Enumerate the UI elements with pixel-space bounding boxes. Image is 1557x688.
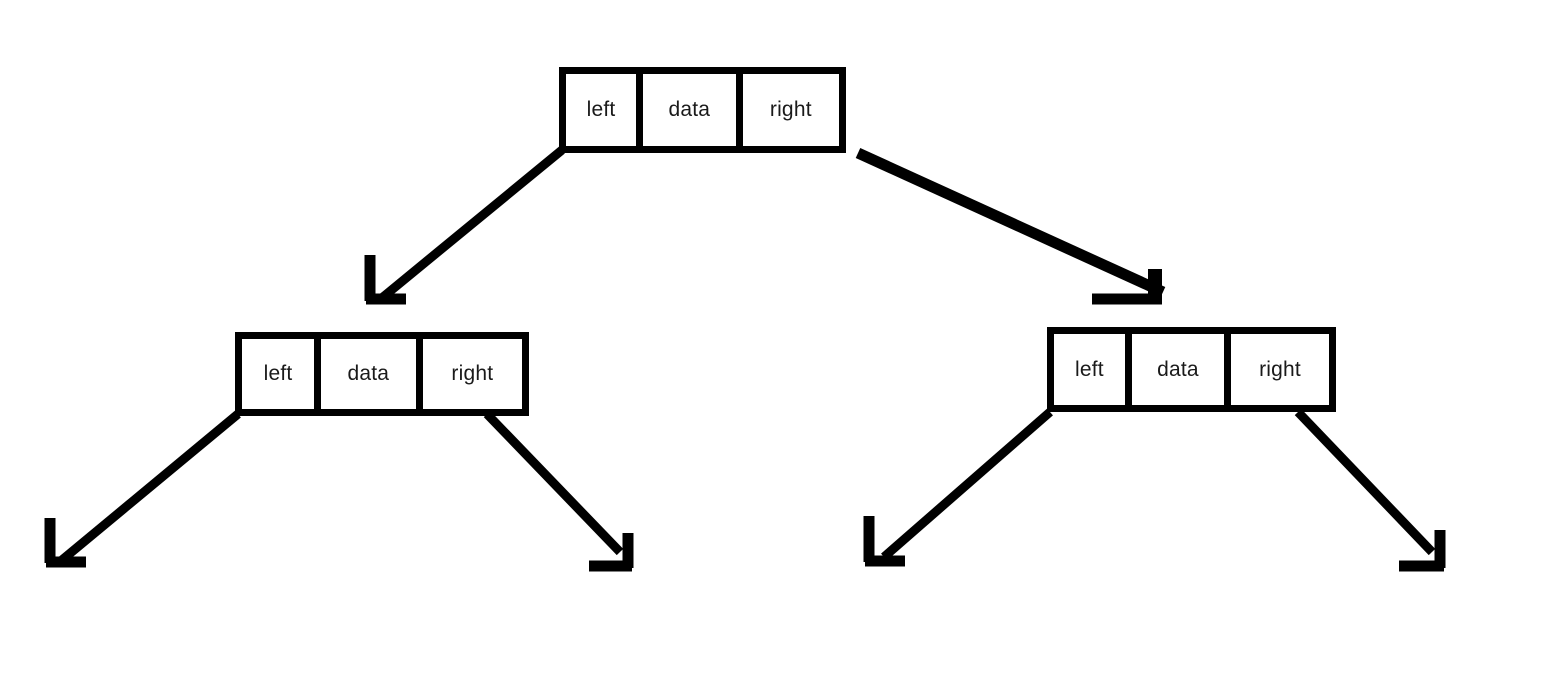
edge-root-to-right-child xyxy=(855,147,1166,305)
left-child-node-data-cell[interactable]: data xyxy=(321,339,416,409)
left-child-node[interactable]: left data right xyxy=(235,332,529,416)
root-node-left-pointer-cell[interactable]: left xyxy=(566,74,637,146)
root-node-right-pointer-cell[interactable]: right xyxy=(742,74,839,146)
left-child-node-left-pointer-cell[interactable]: left xyxy=(242,339,315,409)
root-node[interactable]: left data right xyxy=(559,67,846,153)
edge-root-to-left-child xyxy=(364,146,565,305)
right-child-node-data-cell[interactable]: data xyxy=(1131,334,1224,405)
edge-right-child-to-right xyxy=(1294,408,1446,572)
right-child-node[interactable]: left data right xyxy=(1047,327,1336,412)
root-node-data-cell[interactable]: data xyxy=(643,74,736,146)
edge-left-child-to-left xyxy=(44,410,241,568)
edge-right-child-to-left xyxy=(863,408,1053,567)
edge-left-child-to-right xyxy=(483,410,634,572)
left-child-node-right-pointer-cell[interactable]: right xyxy=(422,339,523,409)
right-child-node-right-pointer-cell[interactable]: right xyxy=(1231,334,1329,405)
right-child-node-left-pointer-cell[interactable]: left xyxy=(1054,334,1125,405)
